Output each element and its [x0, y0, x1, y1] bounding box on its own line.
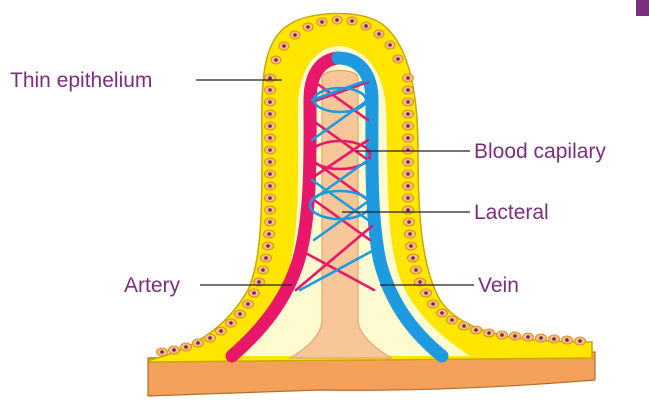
label-artery: Artery: [124, 274, 181, 297]
label-lacteral: Lacteral: [474, 201, 549, 224]
label-vein: Vein: [478, 274, 519, 297]
corner-accent: [636, 0, 649, 16]
label-thin-epithelium: Thin epithelium: [10, 69, 152, 92]
label-blood-capillary: Blood capilary: [474, 140, 606, 163]
